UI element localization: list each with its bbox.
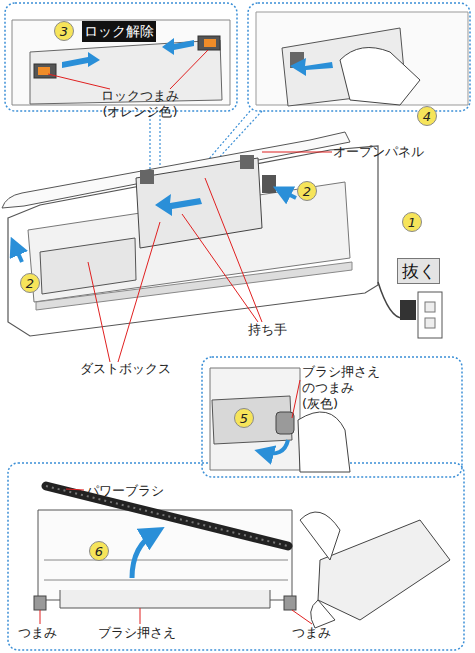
leader-line: [292, 380, 300, 418]
part-label: ブラシ押さえ: [98, 625, 188, 641]
lock-housing: [198, 36, 220, 50]
part-label: ブラシ押さえ のつまみ (灰色): [302, 364, 384, 412]
leader-line: [182, 178, 262, 322]
instruction-tag: ロック解除: [82, 21, 156, 42]
move-arrow: [290, 58, 333, 76]
part-label: オープンパネル: [333, 144, 453, 160]
part-label: ロックつまみ (オレンジ色): [95, 88, 185, 120]
detail-frame: [248, 3, 470, 111]
leader-line: [262, 152, 332, 153]
socket-hole: [425, 302, 435, 312]
leader-line: [66, 489, 84, 490]
callout-number: 3: [54, 21, 74, 41]
hand: [298, 412, 350, 472]
lock-knob: [204, 39, 216, 47]
detail-frame: [202, 357, 462, 477]
move-arrow: [155, 194, 202, 216]
callout-number: 2: [20, 273, 40, 293]
dust-box: [40, 238, 136, 294]
part-label: つまみ: [18, 625, 68, 641]
plug: [400, 300, 416, 320]
hand: [300, 512, 340, 560]
lift-arrow: [132, 532, 156, 578]
hand: [340, 48, 420, 106]
part-label: パワーブラシ: [86, 483, 186, 499]
part-label: つまみ: [292, 625, 342, 641]
action-plate: 抜く: [397, 258, 440, 284]
callout-number: 6: [89, 541, 109, 561]
lock-housing: [240, 155, 254, 169]
part-label: ダストボックス: [80, 361, 190, 377]
leader-line: [40, 608, 312, 624]
lock-housing: [140, 170, 154, 184]
node-text: 2: [303, 184, 311, 199]
node-text: 6: [95, 544, 103, 559]
part-label: 持ち手: [248, 322, 308, 338]
power-brush: [46, 486, 288, 546]
lock-housing: [262, 175, 276, 193]
frame-rail: [44, 560, 288, 580]
move-arrow: [14, 244, 22, 262]
brush-bristles: [46, 486, 288, 546]
node-text: ロック解除: [84, 23, 154, 41]
node-text: 4: [423, 109, 431, 124]
panel-body: [256, 12, 468, 105]
node-text: 1: [408, 215, 416, 230]
node-text: 3: [60, 24, 68, 39]
unit-body: [8, 146, 378, 336]
unit-interior: [210, 368, 300, 470]
lock-housing: [34, 64, 56, 78]
node-text: 抜く: [402, 260, 436, 283]
move-arrow: [162, 38, 194, 55]
callout-number: 5: [234, 408, 254, 428]
holder-knob: [276, 412, 294, 434]
node-text: 2: [26, 276, 34, 291]
leader-line: [48, 50, 208, 89]
hand: [311, 600, 335, 628]
brush-holder: [60, 590, 270, 608]
holder-knob: [34, 596, 46, 610]
leader-line: [88, 222, 160, 362]
dust-box: [136, 158, 262, 248]
move-arrow: [62, 52, 100, 68]
brush-frame: [38, 510, 292, 600]
turn-arrow: [262, 440, 288, 454]
socket-hole: [425, 318, 435, 328]
node-text: 5: [240, 411, 248, 426]
callout-number: 1: [402, 212, 422, 232]
holder-knob: [284, 596, 296, 610]
move-arrow: [280, 190, 296, 198]
unit-louver: [36, 262, 352, 310]
detail-frame: [8, 463, 464, 650]
callout-number: 4: [417, 106, 437, 126]
callout-number: 2: [297, 181, 317, 201]
socket: [418, 292, 442, 338]
